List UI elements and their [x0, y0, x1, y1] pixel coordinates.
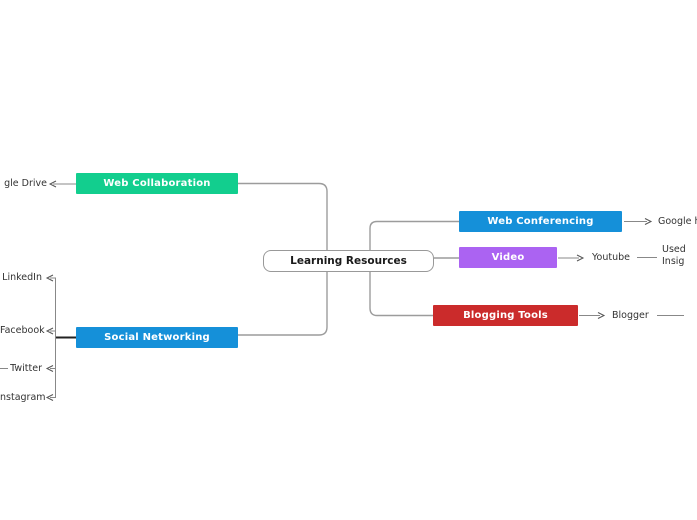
- node-instagram[interactable]: nstagram: [0, 392, 46, 403]
- node-social-networking[interactable]: Social Networking: [76, 327, 238, 348]
- node-learning-resources[interactable]: Learning Resources: [263, 250, 434, 272]
- arrowhead-blogger: [597, 312, 606, 319]
- node-web-conferencing[interactable]: Web Conferencing: [459, 211, 622, 232]
- arrowhead-instagram: [45, 394, 54, 401]
- web-collaboration-label: Web Collaboration: [103, 178, 211, 189]
- arrowhead-gdrive: [48, 180, 57, 188]
- node-web-collaboration[interactable]: Web Collaboration: [76, 173, 238, 194]
- node-video[interactable]: Video: [459, 247, 557, 268]
- youtube-note-line-2: Insig: [662, 255, 685, 267]
- blogging-tools-label: Blogging Tools: [463, 310, 548, 321]
- social-networking-label: Social Networking: [104, 332, 210, 343]
- youtube-note-line-1: Used: [662, 244, 686, 255]
- node-youtube-note[interactable]: Used Insig: [662, 244, 686, 267]
- node-google-hangouts[interactable]: Google ha: [658, 216, 697, 227]
- node-blogger[interactable]: Blogger: [612, 310, 649, 321]
- arrowhead-ghangouts: [644, 218, 653, 225]
- node-blogging-tools[interactable]: Blogging Tools: [433, 305, 578, 326]
- arrowhead-youtube: [576, 254, 585, 262]
- learning-resources-label: Learning Resources: [290, 255, 407, 267]
- node-twitter[interactable]: Twitter: [10, 363, 42, 374]
- node-facebook[interactable]: Facebook: [0, 325, 45, 336]
- video-label: Video: [491, 252, 525, 263]
- arrowhead-linkedin: [45, 274, 54, 282]
- node-youtube[interactable]: Youtube: [592, 252, 630, 263]
- web-conferencing-label: Web Conferencing: [487, 216, 594, 227]
- arrowhead-facebook: [45, 327, 54, 335]
- arrowhead-twitter: [45, 365, 54, 372]
- node-linkedin[interactable]: LinkedIn: [2, 272, 42, 283]
- node-google-drive[interactable]: gle Drive: [4, 178, 47, 189]
